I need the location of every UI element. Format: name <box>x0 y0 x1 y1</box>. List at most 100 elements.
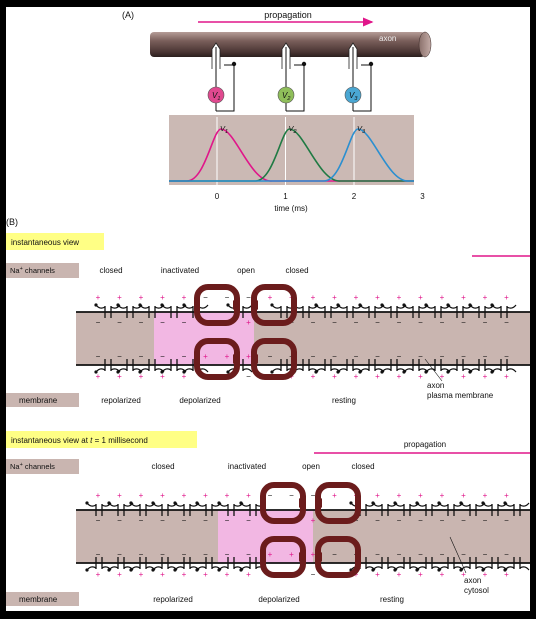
na-channel <box>85 501 112 516</box>
charge-sign: + <box>268 550 273 559</box>
charge-sign: + <box>203 570 208 579</box>
charge-sign: + <box>354 293 359 302</box>
channel-knob <box>151 568 155 572</box>
view1-annotation-line2: plasma membrane <box>427 391 494 400</box>
charge-sign: + <box>139 372 144 381</box>
local-current-loop <box>260 482 306 524</box>
channel-knob <box>336 303 340 307</box>
local-current-loop <box>315 482 361 524</box>
electrode-1: V1 <box>207 42 237 112</box>
charge-sign: − <box>96 318 101 327</box>
charge-sign: + <box>225 570 230 579</box>
channel-knob <box>116 303 120 307</box>
charge-sign: + <box>375 293 380 302</box>
charge-sign: + <box>225 491 230 500</box>
charge-sign: + <box>504 570 509 579</box>
channel-knob <box>85 501 89 505</box>
charge-sign: + <box>418 293 423 302</box>
channel-knob <box>138 370 142 374</box>
view2-title-box <box>6 431 197 448</box>
charge-sign: + <box>461 570 466 579</box>
charge-sign: + <box>311 372 316 381</box>
local-current-loop <box>315 536 361 578</box>
channel-knob <box>358 303 362 307</box>
charge-sign: − <box>139 318 144 327</box>
charge-sign: + <box>504 372 509 381</box>
charge-sign: − <box>461 318 466 327</box>
channel-knob <box>503 501 507 505</box>
na-channel <box>138 303 165 318</box>
charge-sign: − <box>354 352 359 361</box>
reference-wire <box>294 64 305 112</box>
charge-sign: + <box>440 293 445 302</box>
voltmeter-subscript: 3 <box>354 96 358 102</box>
panel-a-label: (A) <box>122 10 134 20</box>
charge-sign: − <box>160 516 165 525</box>
channel-knob <box>107 568 111 572</box>
charge-sign: − <box>397 550 402 559</box>
charge-sign: + <box>117 570 122 579</box>
na-channel <box>129 557 156 572</box>
charge-sign: − <box>268 491 273 500</box>
charge-sign: − <box>418 550 423 559</box>
channel-knob <box>415 501 419 505</box>
channel-knob <box>459 501 463 505</box>
na-channel <box>358 303 385 318</box>
local-current-loop <box>251 284 297 326</box>
channel-knob <box>160 303 164 307</box>
current-arrowhead <box>233 354 239 364</box>
na-channel <box>402 303 429 318</box>
charge-sign: + <box>483 372 488 381</box>
charge-sign: − <box>182 318 187 327</box>
charge-sign: + <box>268 293 273 302</box>
na-channel <box>94 359 121 374</box>
reference-wire <box>224 64 235 112</box>
charge-sign: − <box>461 352 466 361</box>
charge-sign: + <box>397 372 402 381</box>
channel-knob <box>217 568 221 572</box>
view2-axon-segment: ++−−++−−++−−++−−++−−++−−++−−++−−−−++−−++… <box>76 482 530 579</box>
charge-sign: + <box>246 352 251 361</box>
na-channel <box>503 557 530 572</box>
charge-sign: − <box>375 352 380 361</box>
charge-sign: + <box>246 570 251 579</box>
channel-knob <box>468 370 472 374</box>
charge-sign: − <box>332 550 337 559</box>
charge-sign: + <box>117 293 122 302</box>
channel-knob <box>129 501 133 505</box>
charge-sign: − <box>203 516 208 525</box>
charge-sign: − <box>483 318 488 327</box>
charge-sign: + <box>139 570 144 579</box>
x-axis-label: time (ms) <box>274 204 308 213</box>
charge-sign: − <box>418 318 423 327</box>
charge-sign: − <box>311 570 316 579</box>
channel-knob <box>151 501 155 505</box>
charge-sign: + <box>397 570 402 579</box>
channel-knob <box>336 370 340 374</box>
charge-sign: − <box>182 516 187 525</box>
channel-knob <box>195 568 199 572</box>
charge-sign: − <box>96 550 101 559</box>
charge-sign: − <box>139 516 144 525</box>
view1-state-closed-right: closed <box>285 266 308 275</box>
charge-sign: − <box>246 516 251 525</box>
channel-knob <box>380 370 384 374</box>
charge-sign: + <box>117 491 122 500</box>
local-current-loop <box>251 338 297 380</box>
voltmeter-2 <box>277 86 295 104</box>
charge-sign: − <box>139 550 144 559</box>
charge-sign: − <box>397 352 402 361</box>
channel-knob <box>94 370 98 374</box>
view1-title-box <box>6 233 104 250</box>
na-channel <box>195 557 222 572</box>
channel-knob <box>173 568 177 572</box>
current-arrowhead <box>252 354 258 364</box>
view2-state-inactivated: inactivated <box>228 462 266 471</box>
charge-sign: − <box>440 550 445 559</box>
reference-electrode <box>301 61 307 67</box>
charge-sign: − <box>182 352 187 361</box>
channel-knob <box>481 501 485 505</box>
view1-axon-segment: ++−−++−−++−−++−−++−−−−++−−++−−++++−−++−−… <box>76 284 530 381</box>
channel-knob <box>446 303 450 307</box>
